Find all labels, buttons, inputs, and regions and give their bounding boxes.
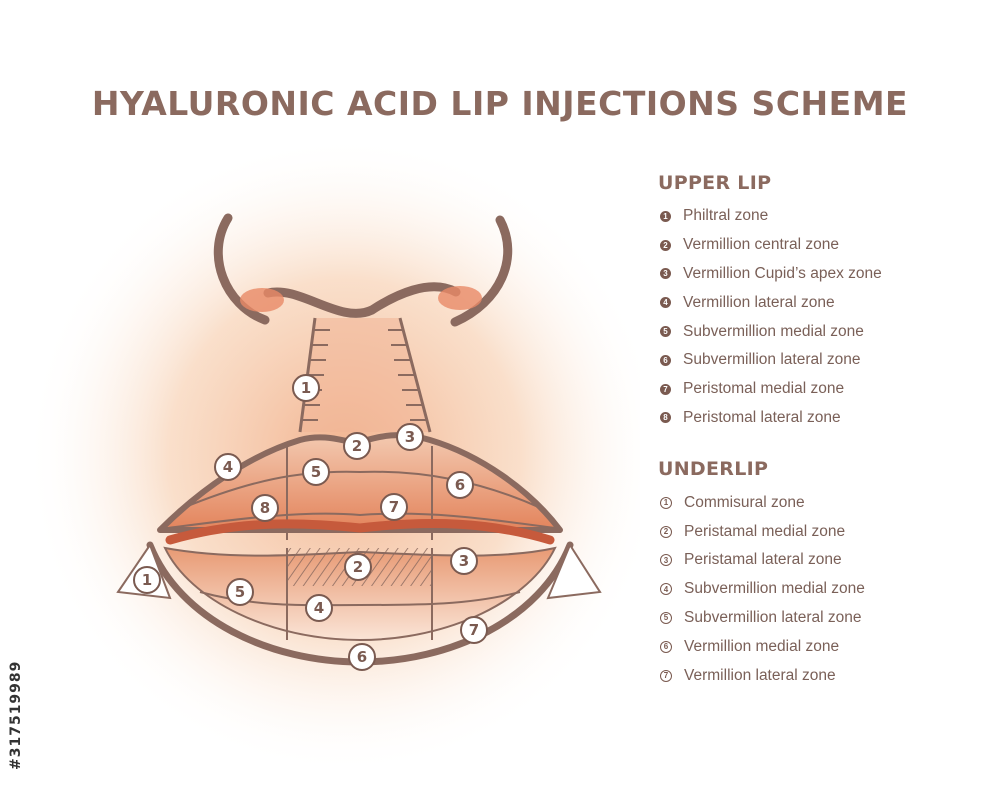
marker-under-7: 7 (460, 616, 488, 644)
number-badge: 1 (660, 496, 672, 509)
svg-text:5: 5 (235, 583, 245, 601)
list-item-label: Vermillion lateral zone (684, 666, 836, 684)
number-badge: 7 (660, 669, 672, 682)
list-item: 2 Peristamal medial zone (658, 517, 988, 546)
list-item: 8 Peristomal lateral zone (658, 404, 988, 433)
list-item-label: Vermillion central zone (683, 236, 839, 254)
list-item: 4 Subvermillion medial zone (658, 575, 988, 604)
marker-upper-5: 5 (302, 458, 330, 486)
svg-text:8: 8 (260, 499, 270, 517)
number-badge: 5 (660, 326, 671, 338)
number-badge: 3 (660, 268, 671, 280)
list-item-label: Vermillion lateral zone (683, 293, 835, 311)
svg-text:2: 2 (352, 437, 362, 455)
list-item: 6 Vermillion medial zone (658, 632, 988, 661)
svg-text:4: 4 (314, 599, 324, 617)
svg-text:6: 6 (455, 476, 465, 494)
list-item-label: Peristomal lateral zone (683, 408, 841, 426)
svg-text:1: 1 (142, 571, 152, 589)
list-item: 3 Peristamal lateral zone (658, 546, 988, 575)
number-badge: 1 (660, 210, 671, 222)
underlip-heading: UNDERLIP (658, 458, 769, 481)
nose-outline (213, 213, 513, 327)
svg-text:5: 5 (311, 463, 321, 481)
list-item: 1 Philtral zone (658, 202, 988, 231)
number-badge: 5 (660, 611, 672, 624)
lip-diagram: 1 2 3 4 5 6 7 8 1 2 3 4 5 6 7 (25, 135, 640, 775)
page-title: HYALURONIC ACID LIP INJECTIONS SCHEME (91, 84, 909, 123)
legend: UPPER LIP 1 Philtral zone 2 Vermillion cen… (658, 172, 988, 690)
marker-upper-6: 6 (446, 471, 474, 499)
marker-upper-1: 1 (292, 374, 320, 402)
svg-text:3: 3 (459, 552, 469, 570)
marker-upper-4: 4 (214, 453, 242, 481)
list-item-label: Subvermillion lateral zone (683, 351, 861, 369)
list-item: 1 Commisural zone (658, 488, 988, 517)
list-item: 4 Vermillion lateral zone (658, 288, 988, 317)
svg-text:1: 1 (301, 379, 311, 397)
svg-text:2: 2 (353, 558, 363, 576)
list-item-label: Commisural zone (684, 493, 805, 511)
number-badge: 2 (660, 239, 671, 251)
svg-text:3: 3 (405, 428, 415, 446)
marker-upper-2: 2 (343, 432, 371, 460)
list-item-label: Subvermillion medial zone (684, 580, 865, 598)
list-item: 2 Vermillion central zone (658, 231, 988, 260)
upper-lip-heading: UPPER LIP (658, 172, 772, 194)
marker-under-4: 4 (305, 594, 333, 622)
stock-id: #317519989 (8, 660, 24, 770)
philtrum (300, 318, 430, 432)
list-item: 6 Subvermillion lateral zone (658, 346, 988, 375)
svg-text:4: 4 (223, 458, 233, 476)
marker-under-5: 5 (226, 578, 254, 606)
marker-upper-7: 7 (380, 493, 408, 521)
list-item-label: Peristamal medial zone (684, 522, 846, 540)
marker-under-6: 6 (348, 643, 376, 671)
number-badge: 6 (660, 640, 672, 653)
marker-under-2: 2 (344, 553, 372, 581)
list-item-label: Vermillion Cupid’s apex zone (683, 264, 882, 282)
number-badge: 7 (660, 383, 671, 395)
list-item: 5 Subvermillion lateral zone (658, 604, 988, 633)
number-badge: 4 (660, 297, 671, 309)
svg-text:7: 7 (469, 621, 479, 639)
number-badge: 8 (660, 412, 671, 424)
list-item-label: Peristomal medial zone (683, 380, 845, 398)
list-item: 5 Subvermillion medial zone (658, 317, 988, 346)
list-item-label: Philtral zone (683, 207, 769, 225)
list-item-label: Subvermillion lateral zone (684, 608, 862, 626)
list-item: 7 Peristomal medial zone (658, 375, 988, 404)
lip-line (165, 519, 555, 545)
svg-text:6: 6 (357, 648, 367, 666)
list-item-label: Peristamal lateral zone (684, 551, 842, 569)
svg-text:7: 7 (389, 498, 399, 516)
list-item: 3 Vermillion Cupid’s apex zone (658, 260, 988, 289)
number-badge: 2 (660, 525, 672, 538)
list-item-label: Subvermillion medial zone (683, 322, 864, 340)
marker-under-1: 1 (133, 566, 161, 594)
number-badge: 4 (660, 583, 672, 596)
list-item: 7 Vermillion lateral zone (658, 661, 988, 690)
marker-upper-3: 3 (396, 423, 424, 451)
list-item-label: Vermillion medial zone (684, 637, 840, 655)
marker-upper-8: 8 (251, 494, 279, 522)
number-badge: 6 (660, 354, 671, 366)
underlip-list: 1 Commisural zone 2 Peristamal medial zone… (658, 488, 988, 690)
number-badge: 3 (660, 554, 672, 567)
marker-under-3: 3 (450, 547, 478, 575)
